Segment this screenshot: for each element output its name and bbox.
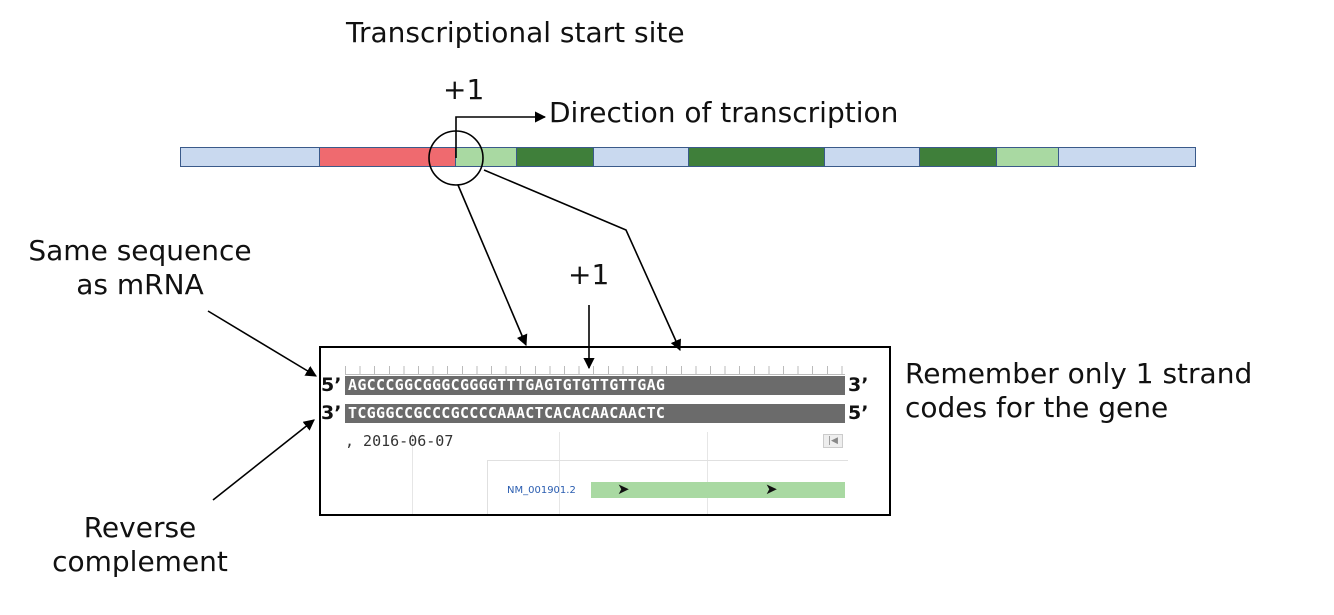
gene-segment-exon-light	[456, 148, 518, 166]
direction-label: Direction of transcription	[549, 96, 899, 129]
gene-segment-exon-dark	[517, 148, 594, 166]
gene-segment-upstream	[825, 148, 920, 166]
grid-line	[559, 432, 560, 514]
gene-segment-exon-light	[997, 148, 1059, 166]
gene-segment-exon-dark	[688, 148, 826, 166]
zoom-line-left	[457, 184, 528, 347]
transcript-label[interactable]: NM_001901.2	[507, 485, 576, 496]
reverse-line2: complement	[52, 544, 228, 578]
reverse-complement-label: Reverse complement	[35, 511, 245, 578]
title: Transcriptional start site	[346, 16, 685, 49]
direction-arrow	[455, 111, 547, 158]
top-strand-sequence: AGCCCGGCGGGCGGGGTTTGAGTGTGTTGTTGAG	[345, 376, 845, 395]
transcript-bar[interactable]	[591, 482, 845, 498]
top-strand-left-end: 5’	[321, 374, 342, 396]
sequence-panel: 5’ AGCCCGGCGGGCGGGGTTTGAGTGTGTTGTTGAG 3’…	[319, 346, 891, 516]
strand-note-line1: Remember only 1 strand	[905, 357, 1253, 390]
scroll-left-button[interactable]: |◀	[823, 434, 843, 448]
gene-segment-upstream	[1058, 148, 1195, 166]
top-strand-right-end: 3’	[848, 374, 869, 396]
same-sequence-line1: Same sequence	[28, 234, 252, 267]
bottom-strand-sequence: TCGGGCCGCCCGCCCCAAACTCACACAACAACTC	[345, 404, 845, 423]
same-sequence-label: Same sequence as mRNA	[20, 234, 260, 301]
grid-line	[707, 432, 708, 514]
grid-line	[412, 432, 413, 514]
plus-one-panel: +1	[568, 258, 610, 291]
zoom-line-right	[483, 169, 681, 352]
track-area	[487, 460, 848, 514]
same-sequence-line2: as mRNA	[76, 267, 204, 301]
gene-bar	[180, 147, 1196, 167]
reverse-complement-arrow	[212, 419, 315, 501]
gene-segment-exon-dark	[919, 148, 998, 166]
reverse-line1: Reverse	[83, 511, 197, 544]
gene-segment-upstream	[181, 148, 320, 166]
bottom-strand-left-end: 3’	[321, 402, 342, 424]
direction-chevron-icon: ➤	[765, 480, 778, 498]
strand-note-line2: codes for the gene	[905, 390, 1169, 424]
gene-segment-upstream	[593, 148, 689, 166]
strand-note: Remember only 1 strand codes for the gen…	[905, 357, 1252, 424]
position-ruler	[345, 366, 845, 375]
date-text: , 2016-06-07	[345, 432, 454, 450]
direction-chevron-icon: ➤	[617, 480, 630, 498]
plus-one-top: +1	[443, 73, 485, 106]
same-sequence-arrow	[207, 310, 317, 377]
bottom-strand-right-end: 5’	[848, 402, 869, 424]
